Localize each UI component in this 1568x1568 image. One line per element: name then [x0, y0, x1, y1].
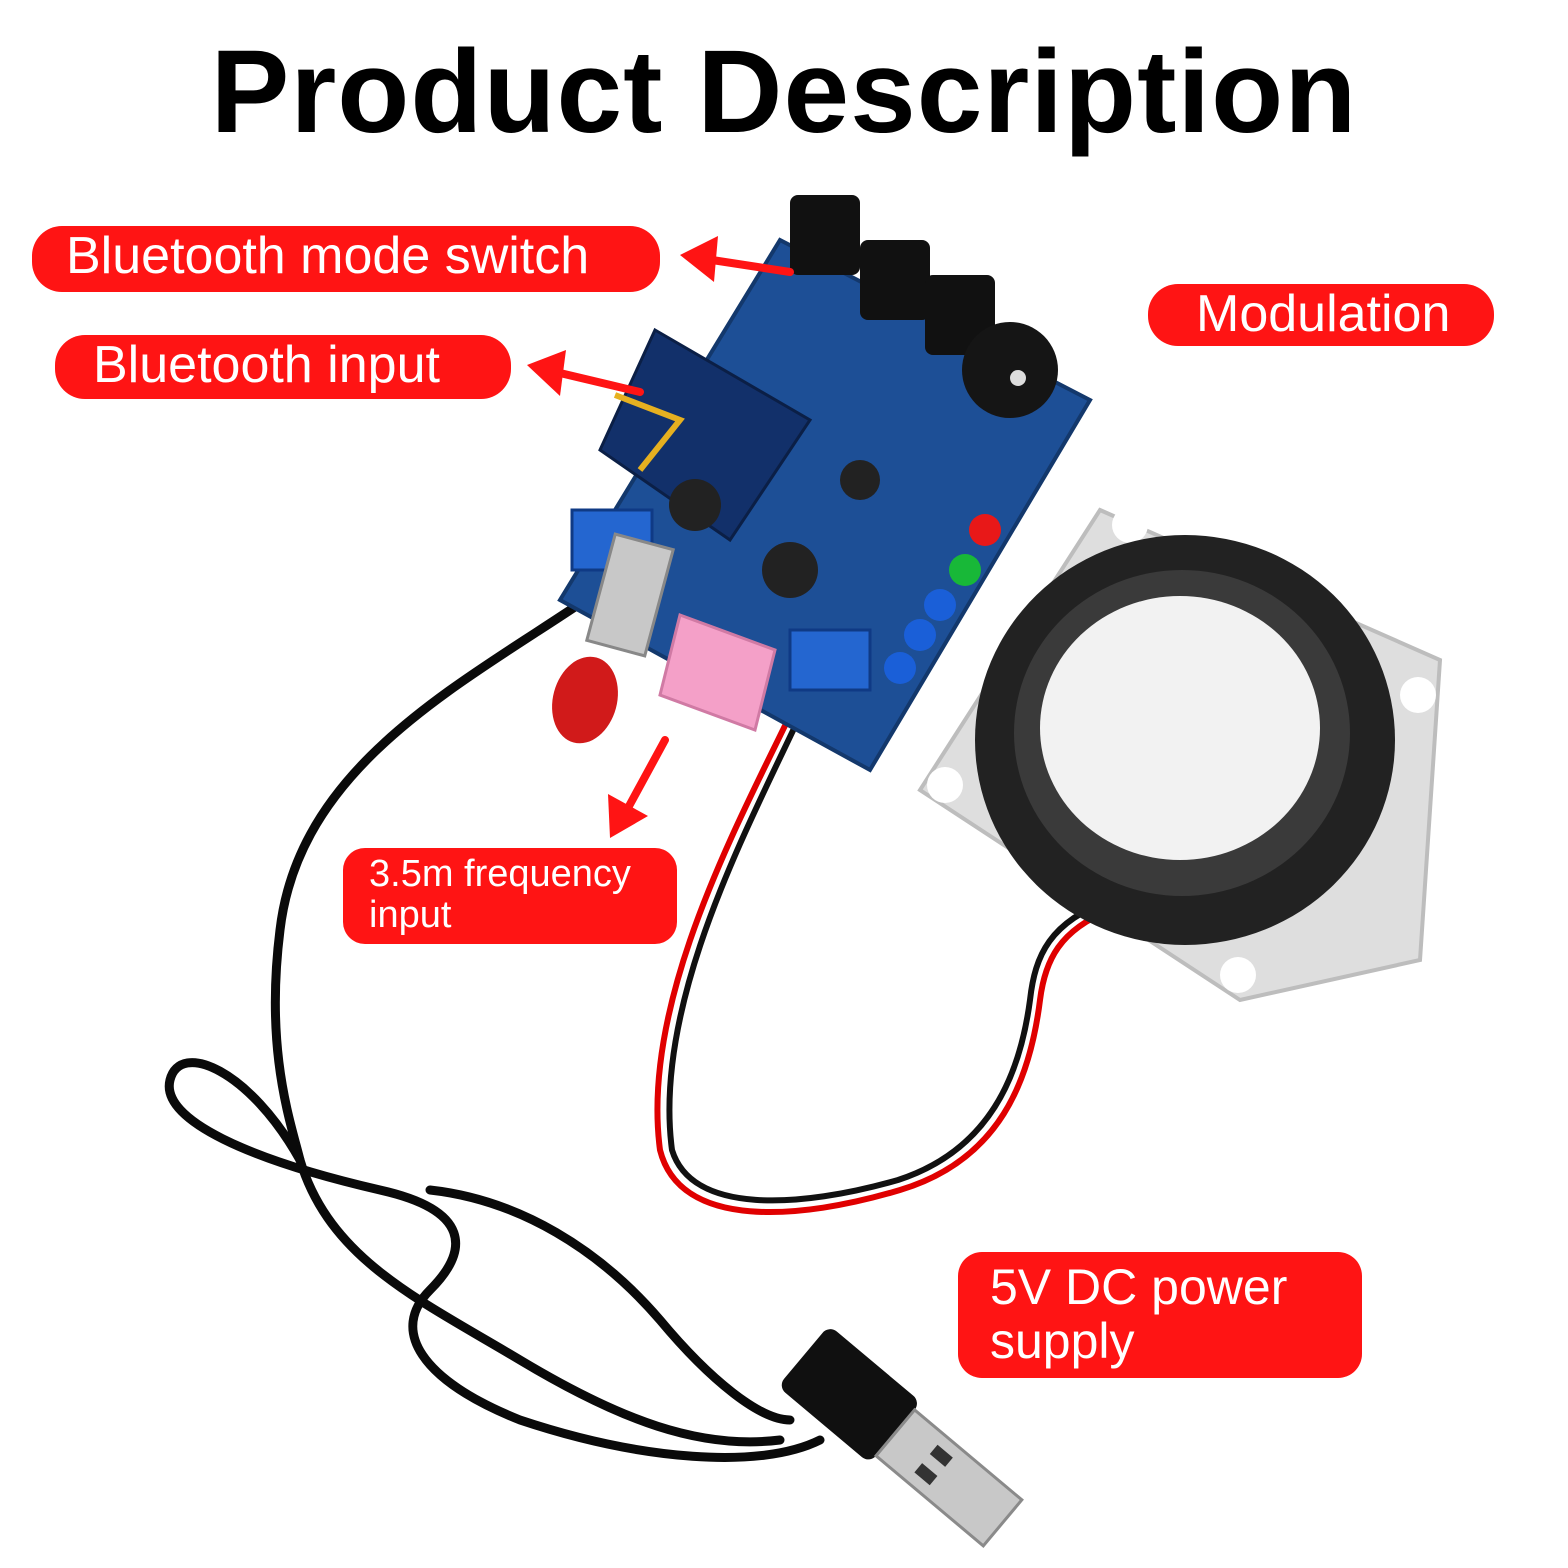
callout-arrows — [527, 236, 794, 838]
callout-bluetooth-mode-switch: Bluetooth mode switch — [32, 226, 660, 292]
usb-cable — [164, 585, 825, 1462]
pcb-board — [552, 195, 1093, 773]
callout-power-supply: 5V DC power supply — [958, 1252, 1362, 1378]
callout-frequency-input: 3.5m frequency input — [343, 848, 677, 944]
callout-modulation: Modulation — [1148, 284, 1494, 346]
usb-plug — [781, 1329, 1024, 1548]
page-title: Product Description — [210, 26, 1358, 158]
speaker — [917, 507, 1443, 1003]
speaker-wire — [654, 703, 1112, 1216]
callout-bluetooth-input: Bluetooth input — [55, 335, 511, 399]
